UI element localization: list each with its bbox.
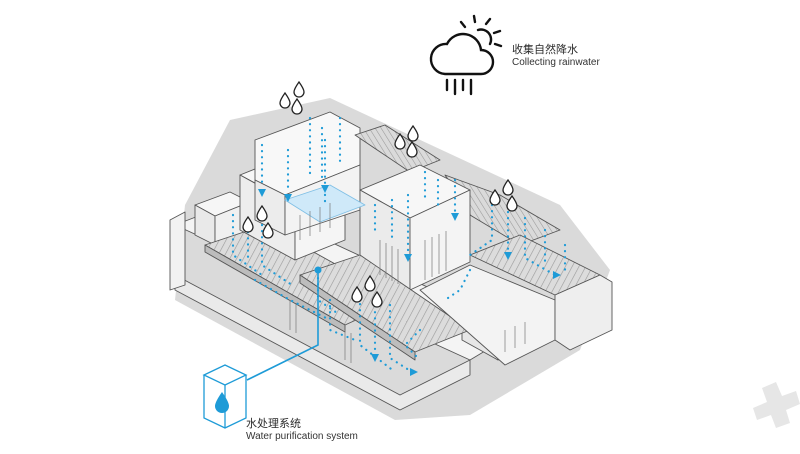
podium-front: [174, 224, 471, 411]
collection-pipe: [246, 266, 322, 381]
central-roof-eave: [299, 274, 416, 361]
cloud-sun-rain-icon: [429, 14, 503, 96]
water-treatment-cube-icon: [202, 364, 248, 429]
rainwater-label-en: Collecting rainwater: [512, 56, 600, 68]
rainwater-flow-paths: [231, 116, 567, 374]
treatment-label-en: Water purification system: [246, 430, 358, 442]
right-outer-wall: [554, 274, 613, 351]
outer-wall-left: [169, 211, 186, 291]
rainwater-label-cn: 收集自然降水: [512, 43, 578, 56]
treatment-label: 水处理系统 Water purification system: [246, 417, 358, 442]
plus-watermark-icon: [753, 382, 800, 428]
courtyard-pool: [284, 184, 366, 223]
water-drop-icon: [242, 80, 518, 308]
flow-arrows: [258, 185, 561, 376]
treatment-label-cn: 水处理系统: [246, 417, 301, 430]
window-details: [289, 203, 526, 363]
rainwater-label: 收集自然降水 Collecting rainwater: [512, 43, 600, 68]
